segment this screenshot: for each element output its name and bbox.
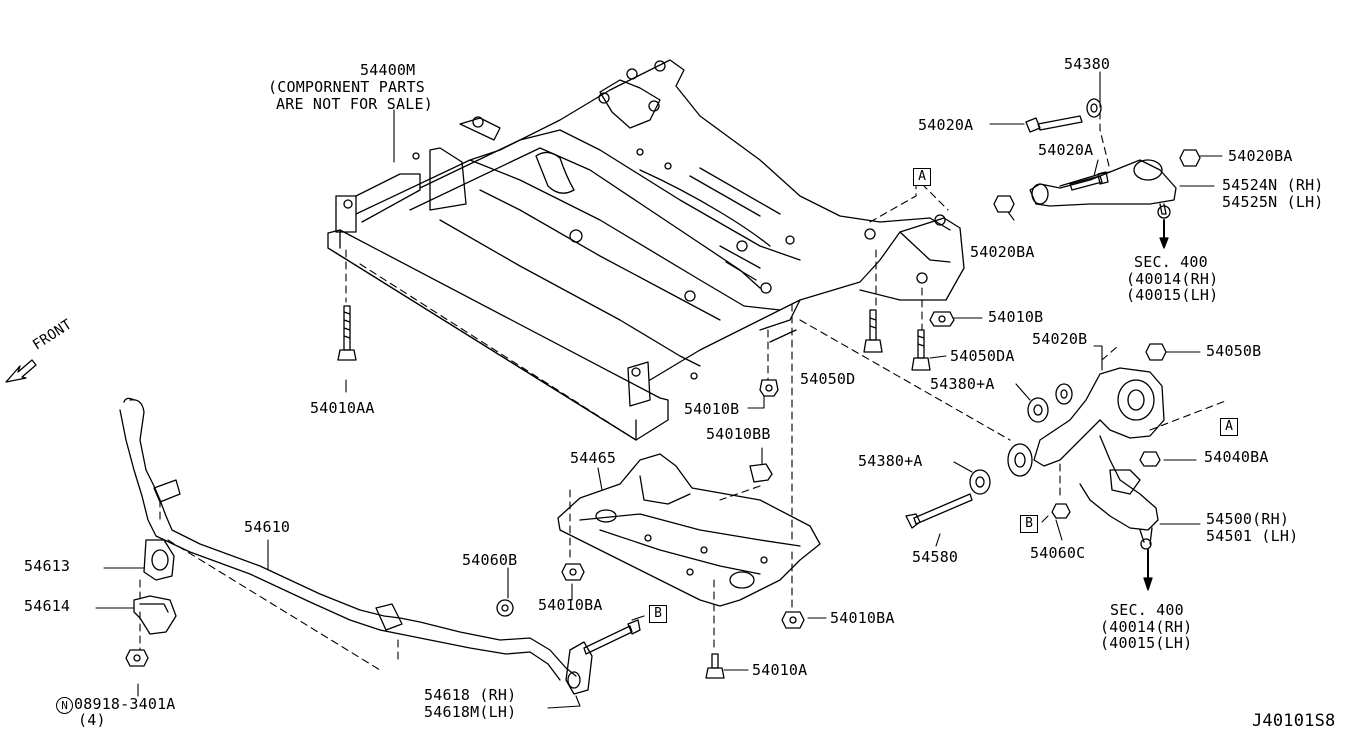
diagram-id: J40101S8	[1252, 711, 1336, 731]
callout-a-right: A	[1220, 418, 1238, 436]
part-54525n-label: 54525N (LH)	[1222, 193, 1324, 211]
sec400-ref-top: SEC. 400	[1134, 253, 1208, 271]
front-arrow-icon	[5, 359, 37, 383]
part-54618-label: 54618 (RH)	[424, 686, 517, 704]
part-54020a-label: 54020A	[918, 116, 974, 134]
sec400-ref-bottom-rh: (40014(RH)	[1100, 618, 1193, 636]
upper-link-drawing	[993, 98, 1201, 249]
part-54501-label: 54501 (LH)	[1206, 527, 1299, 545]
part-54010b-label: 54010B	[988, 308, 1044, 326]
part-54010b-label-2: 54010B	[684, 400, 740, 418]
part-54614-label: 54614	[24, 597, 71, 615]
part-54380a-label: 54380+A	[930, 375, 995, 393]
part-54020a-label-2: 54020A	[1038, 141, 1094, 159]
part-54060c-label: 54060C	[1030, 544, 1086, 562]
part-54524n-label: 54524N (RH)	[1222, 176, 1324, 194]
part-54020b-label: 54020B	[1032, 330, 1088, 348]
part-54380-label: 54380	[1064, 55, 1111, 73]
part-54010ba-label: 54010BA	[538, 596, 603, 614]
part-54020ba-label: 54020BA	[1228, 147, 1293, 165]
part-54610-label: 54610	[244, 518, 291, 536]
part-54060b-label: 54060B	[462, 551, 518, 569]
alignment-lines	[139, 99, 1229, 671]
part-54400m-number: 54400M	[360, 61, 416, 79]
nut-quantity: (4)	[78, 711, 106, 729]
stabilizer-bar-drawing	[119, 397, 641, 695]
subframe-drawing	[327, 59, 965, 441]
sec400-ref-top-lh: (40015(LH)	[1126, 286, 1219, 304]
skid-plate-drawing	[557, 453, 821, 607]
part-54618m-label: 54618M(LH)	[424, 703, 517, 721]
part-54465-label: 54465	[570, 449, 617, 467]
part-54050b-label: 54050B	[1206, 342, 1262, 360]
part-54010a-label: 54010A	[752, 661, 808, 679]
part-54580-label: 54580	[912, 548, 959, 566]
part-54020ba-label-2: 54020BA	[970, 243, 1035, 261]
part-54040ba-label: 54040BA	[1204, 448, 1269, 466]
part-54010aa-label: 54010AA	[310, 399, 375, 417]
leader-lines	[95, 71, 1223, 709]
part-54400m-note-1: (COMPORNENT PARTS	[268, 78, 425, 96]
sec400-ref-bottom: SEC. 400	[1110, 601, 1184, 619]
sec400-ref-top-rh: (40014(RH)	[1126, 270, 1219, 288]
part-54400m-note-2: ARE NOT FOR SALE)	[276, 95, 433, 113]
nut-n-mark-icon: N	[56, 697, 73, 714]
nut-part-code: 08918-3401A	[74, 695, 176, 713]
part-54613-label: 54613	[24, 557, 71, 575]
part-54010bb-label: 54010BB	[706, 425, 771, 443]
part-54010ba-label-2: 54010BA	[830, 609, 895, 627]
knuckle-drawing	[969, 343, 1167, 591]
part-54500-label: 54500(RH)	[1206, 510, 1290, 528]
part-54380a-label-2: 54380+A	[858, 452, 923, 470]
callout-b-low: B	[649, 605, 667, 623]
callout-b-mid: B	[1020, 515, 1038, 533]
callout-a-top: A	[913, 168, 931, 186]
sec400-ref-bottom-lh: (40015(LH)	[1100, 634, 1193, 652]
bolts	[125, 305, 1071, 679]
part-54050d-label: 54050D	[800, 370, 856, 388]
part-54050da-label: 54050DA	[950, 347, 1015, 365]
